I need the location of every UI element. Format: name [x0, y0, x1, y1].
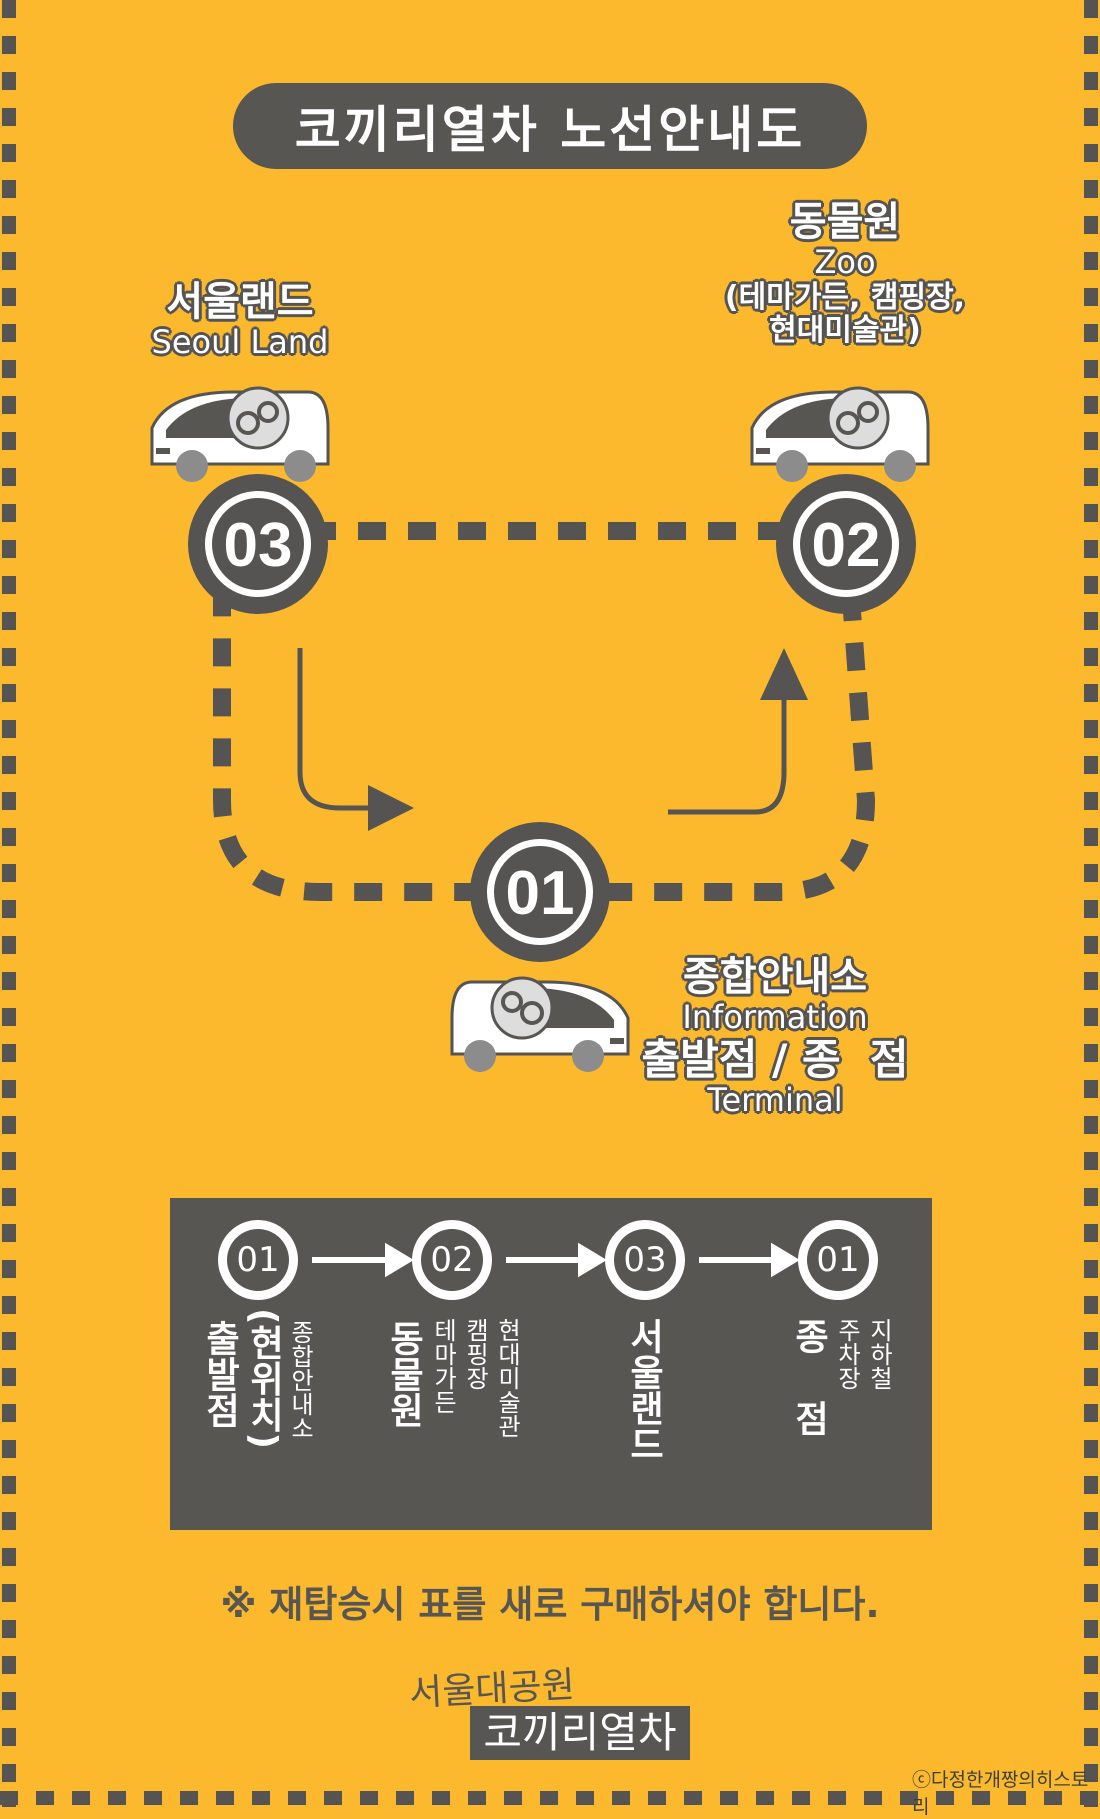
summary-end-label-top: 종 [788, 1318, 829, 1354]
station-number-01: 01 [506, 859, 575, 928]
summary-information-label: 종합안내소 [286, 1320, 314, 1440]
station-name-en-03: Seoul Land [151, 322, 329, 361]
station-label-information: 종합안내소 Information 출발점 / 종 점 Terminal [620, 955, 930, 1118]
station-name-ko-01: 종합안내소 [683, 954, 867, 1000]
station-number-03: 03 [224, 511, 293, 580]
summary-theme-garden: 테마가든 [429, 1318, 457, 1414]
summary-badge-3-number: 03 [614, 1229, 676, 1291]
summary-badge-4-number: 01 [807, 1229, 869, 1291]
summary-arrow-1-head [385, 1242, 414, 1278]
summary-badge-2-number: 02 [421, 1229, 483, 1291]
direction-arrow-left [297, 648, 414, 831]
summary-badge-3: 03 [605, 1220, 685, 1300]
route-line [213, 522, 876, 901]
brand-train-name: 코끼리열차 [470, 1706, 690, 1760]
station-name-en-02: Zoo [814, 242, 876, 281]
reboarding-notice: ※ 재탑승시 표를 새로 구매하셔야 합니다. [220, 1583, 880, 1626]
station-label-zoo: 동물원 Zoo (테마가든, 캠핑장, 현대미술관) [690, 200, 1000, 348]
station-role-ko-01: 출발점 / 종 점 [641, 1034, 909, 1084]
watermark: ⓒ다정한개짱의히스토리 [912, 1769, 1089, 1818]
station-badge-02: 02 [776, 474, 916, 614]
station-name-ko-02: 동물원 [789, 199, 901, 245]
station-badge-01: 01 [470, 822, 610, 962]
summary-badge-1: 01 [218, 1220, 298, 1300]
summary-end-label-bottom: 점 [788, 1400, 829, 1436]
station-sub-02-line1: (테마가든, 캠핑장, [724, 279, 966, 315]
summary-arrow-3-head [771, 1242, 800, 1278]
station-name-en-01: Information [682, 997, 868, 1036]
summary-art-museum: 현대미술관 [493, 1318, 521, 1438]
direction-arrow-right [668, 648, 808, 815]
summary-badge-4: 01 [798, 1220, 878, 1300]
summary-arrow-2-head [578, 1242, 607, 1278]
summary-badge-2: 02 [412, 1220, 492, 1300]
summary-camping: 캠핑장 [461, 1318, 489, 1390]
station-role-en-01: Terminal [707, 1080, 843, 1119]
summary-subway: 지하철 [865, 1318, 893, 1390]
summary-zoo-label: 동물원 [383, 1320, 424, 1428]
train-icon-seoul-land [150, 386, 330, 482]
station-number-02: 02 [812, 511, 881, 580]
summary-badge-1-number: 01 [227, 1229, 289, 1291]
station-label-seoul-land: 서울랜드 Seoul Land [120, 280, 360, 361]
page-title: 코끼리열차 노선안내도 [233, 83, 867, 169]
summary-current-location: (현위치) [243, 1308, 284, 1449]
station-sub-02-line2: 현대미술관) [769, 313, 921, 349]
summary-arrows [312, 1242, 800, 1278]
station-name-ko-03: 서울랜드 [166, 279, 314, 325]
summary-parking: 주차장 [833, 1318, 861, 1390]
station-badge-03: 03 [188, 474, 328, 614]
train-icon-zoo [750, 386, 930, 482]
summary-start-label: 출발점 [199, 1320, 240, 1428]
train-icon-information [450, 976, 630, 1072]
summary-seoul-land-label: 서울랜드 [623, 1318, 664, 1462]
